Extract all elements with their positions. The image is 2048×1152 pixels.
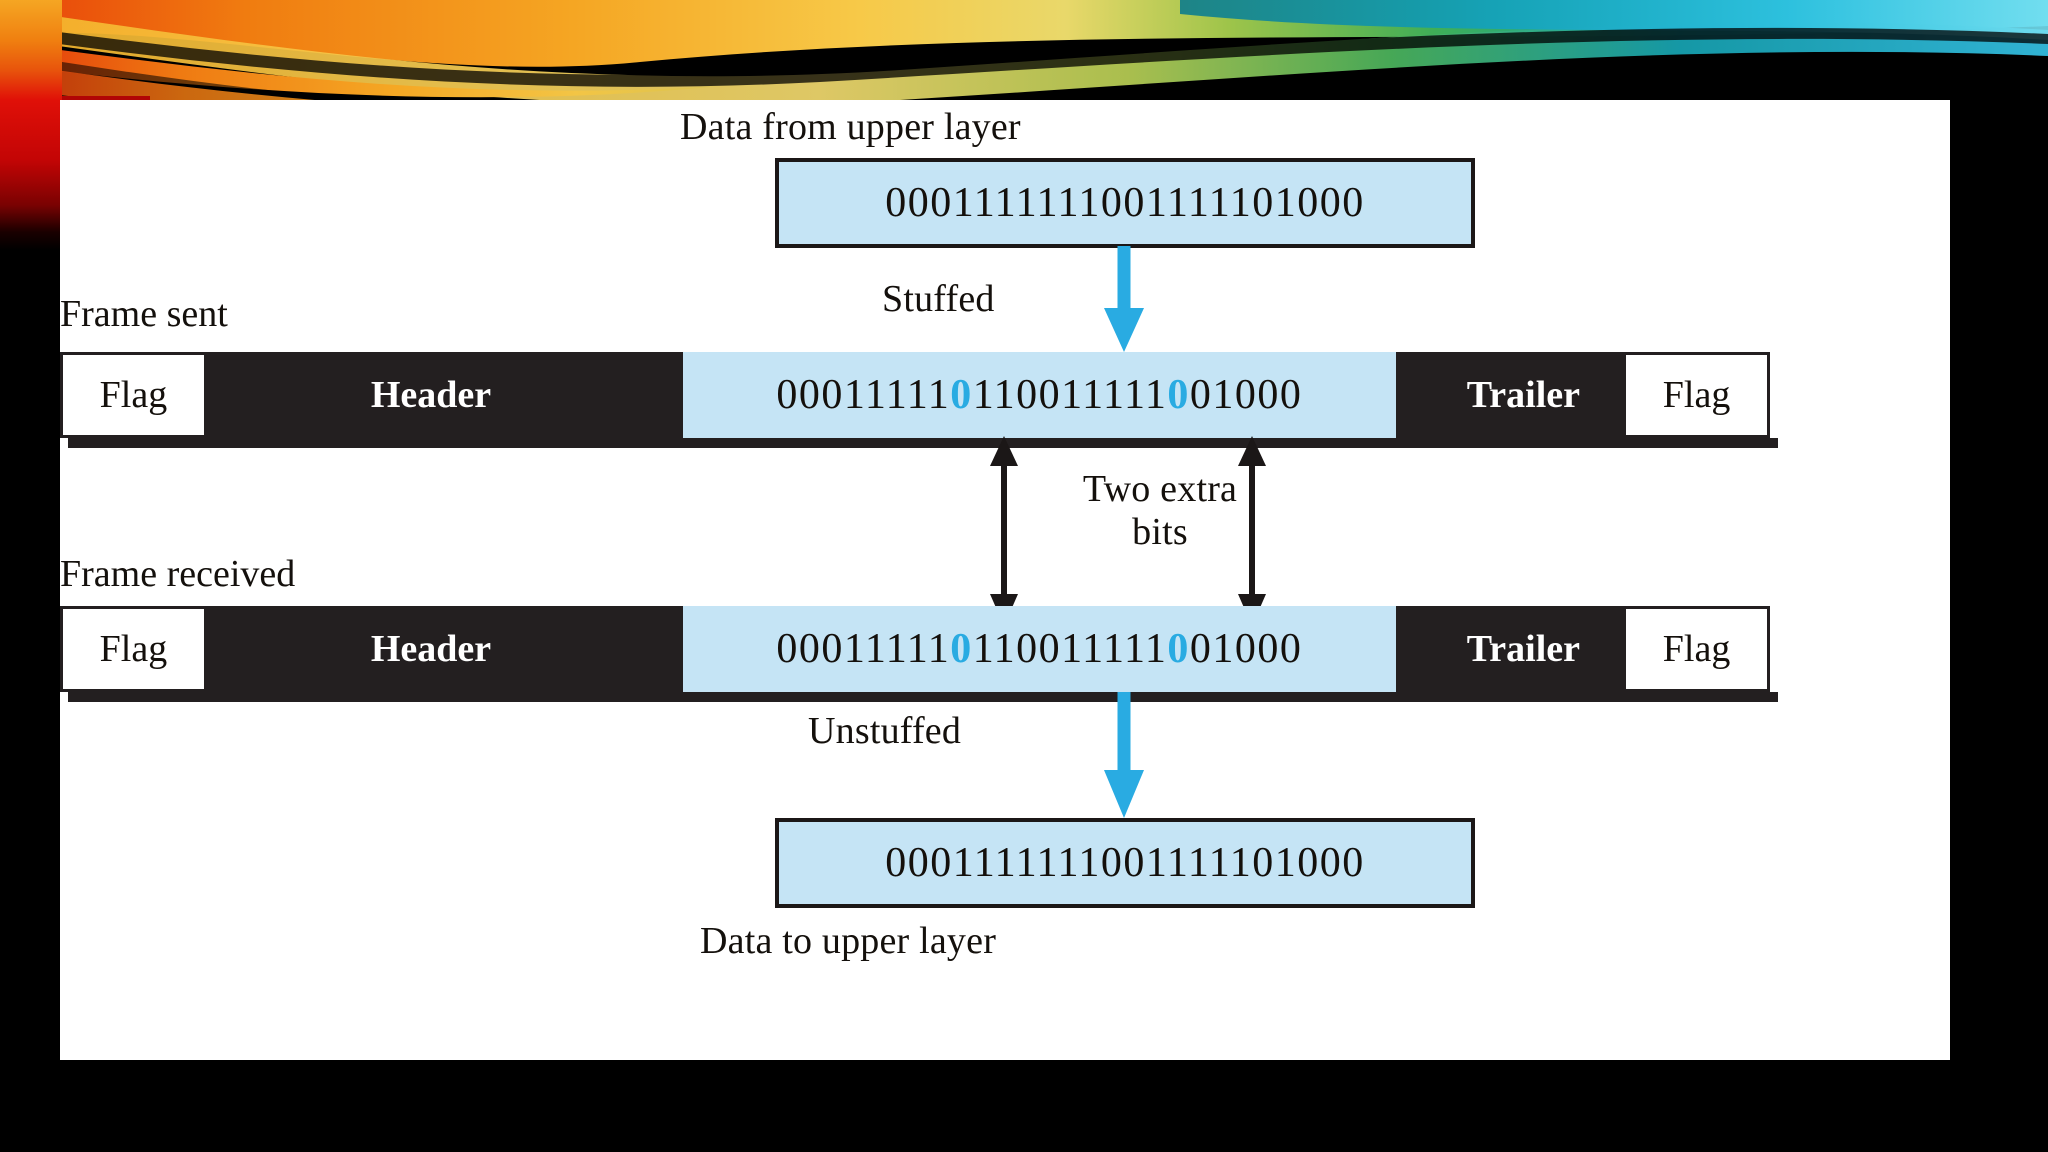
frame-sent-bar: Flag Header 000111110110011111001000 Tra…	[60, 352, 1778, 448]
two-extra-bits-annotation: Two extra bits	[1025, 468, 1295, 553]
frame-sent-gap-right	[1396, 352, 1423, 438]
to-upper-layer-data-box: 0001111111001111101000	[775, 818, 1475, 908]
frame-received-header: Header	[207, 606, 655, 692]
two-extra-bits-line1: Two extra	[1082, 468, 1238, 510]
flag-left-label: Flag	[99, 374, 168, 416]
frame-received-trailer: Trailer	[1424, 606, 1623, 692]
stuffed-label: Stuffed	[882, 278, 995, 320]
frame-sent-data-field: 000111110110011111001000	[682, 352, 1397, 438]
frame-sent-gap-left	[655, 352, 682, 438]
unstuffed-bit-string: 0001111111001111101000	[885, 840, 1365, 886]
bottom-caption: Data to upper layer	[700, 920, 997, 962]
bit-stuffing-figure: Data from upper layer 000111111100111110…	[60, 100, 1950, 1060]
flag-left-label: Flag	[99, 628, 168, 670]
unstuffed-down-arrow	[1104, 692, 1144, 818]
received-bit-string: 000111110110011111001000	[776, 626, 1303, 672]
banner-left-color-strip	[0, 0, 62, 250]
frame-sent-flag-left: Flag	[60, 352, 207, 438]
header-label: Header	[370, 628, 492, 670]
two-extra-bits-line2: bits	[1132, 510, 1188, 553]
frame-received-label: Frame received	[60, 553, 296, 595]
trailer-label: Trailer	[1466, 374, 1581, 416]
original-bit-string: 0001111111001111101000	[885, 180, 1365, 226]
flag-right-label: Flag	[1662, 374, 1731, 416]
frame-sent-flag-right: Flag	[1623, 352, 1770, 438]
frame-received-flag-right: Flag	[1623, 606, 1770, 692]
trailer-label: Trailer	[1466, 628, 1581, 670]
flag-right-label: Flag	[1662, 628, 1731, 670]
frame-sent-trailer: Trailer	[1424, 352, 1623, 438]
frame-received-flag-left: Flag	[60, 606, 207, 692]
frame-received-gap-left	[655, 606, 682, 692]
stuffed-bit-string: 000111110110011111001000	[776, 372, 1303, 418]
stuffed-down-arrow	[1104, 246, 1144, 352]
frame-sent-header: Header	[207, 352, 655, 438]
header-label: Header	[370, 374, 492, 416]
unstuffed-label: Unstuffed	[808, 710, 962, 752]
frame-received-gap-right	[1396, 606, 1423, 692]
frame-sent-label: Frame sent	[60, 293, 228, 335]
upper-layer-data-box: 0001111111001111101000	[775, 158, 1475, 248]
frame-received-bar: Flag Header 000111110110011111001000 Tra…	[60, 606, 1778, 702]
frame-received-data-field: 000111110110011111001000	[682, 606, 1397, 692]
top-caption: Data from upper layer	[680, 106, 1021, 148]
